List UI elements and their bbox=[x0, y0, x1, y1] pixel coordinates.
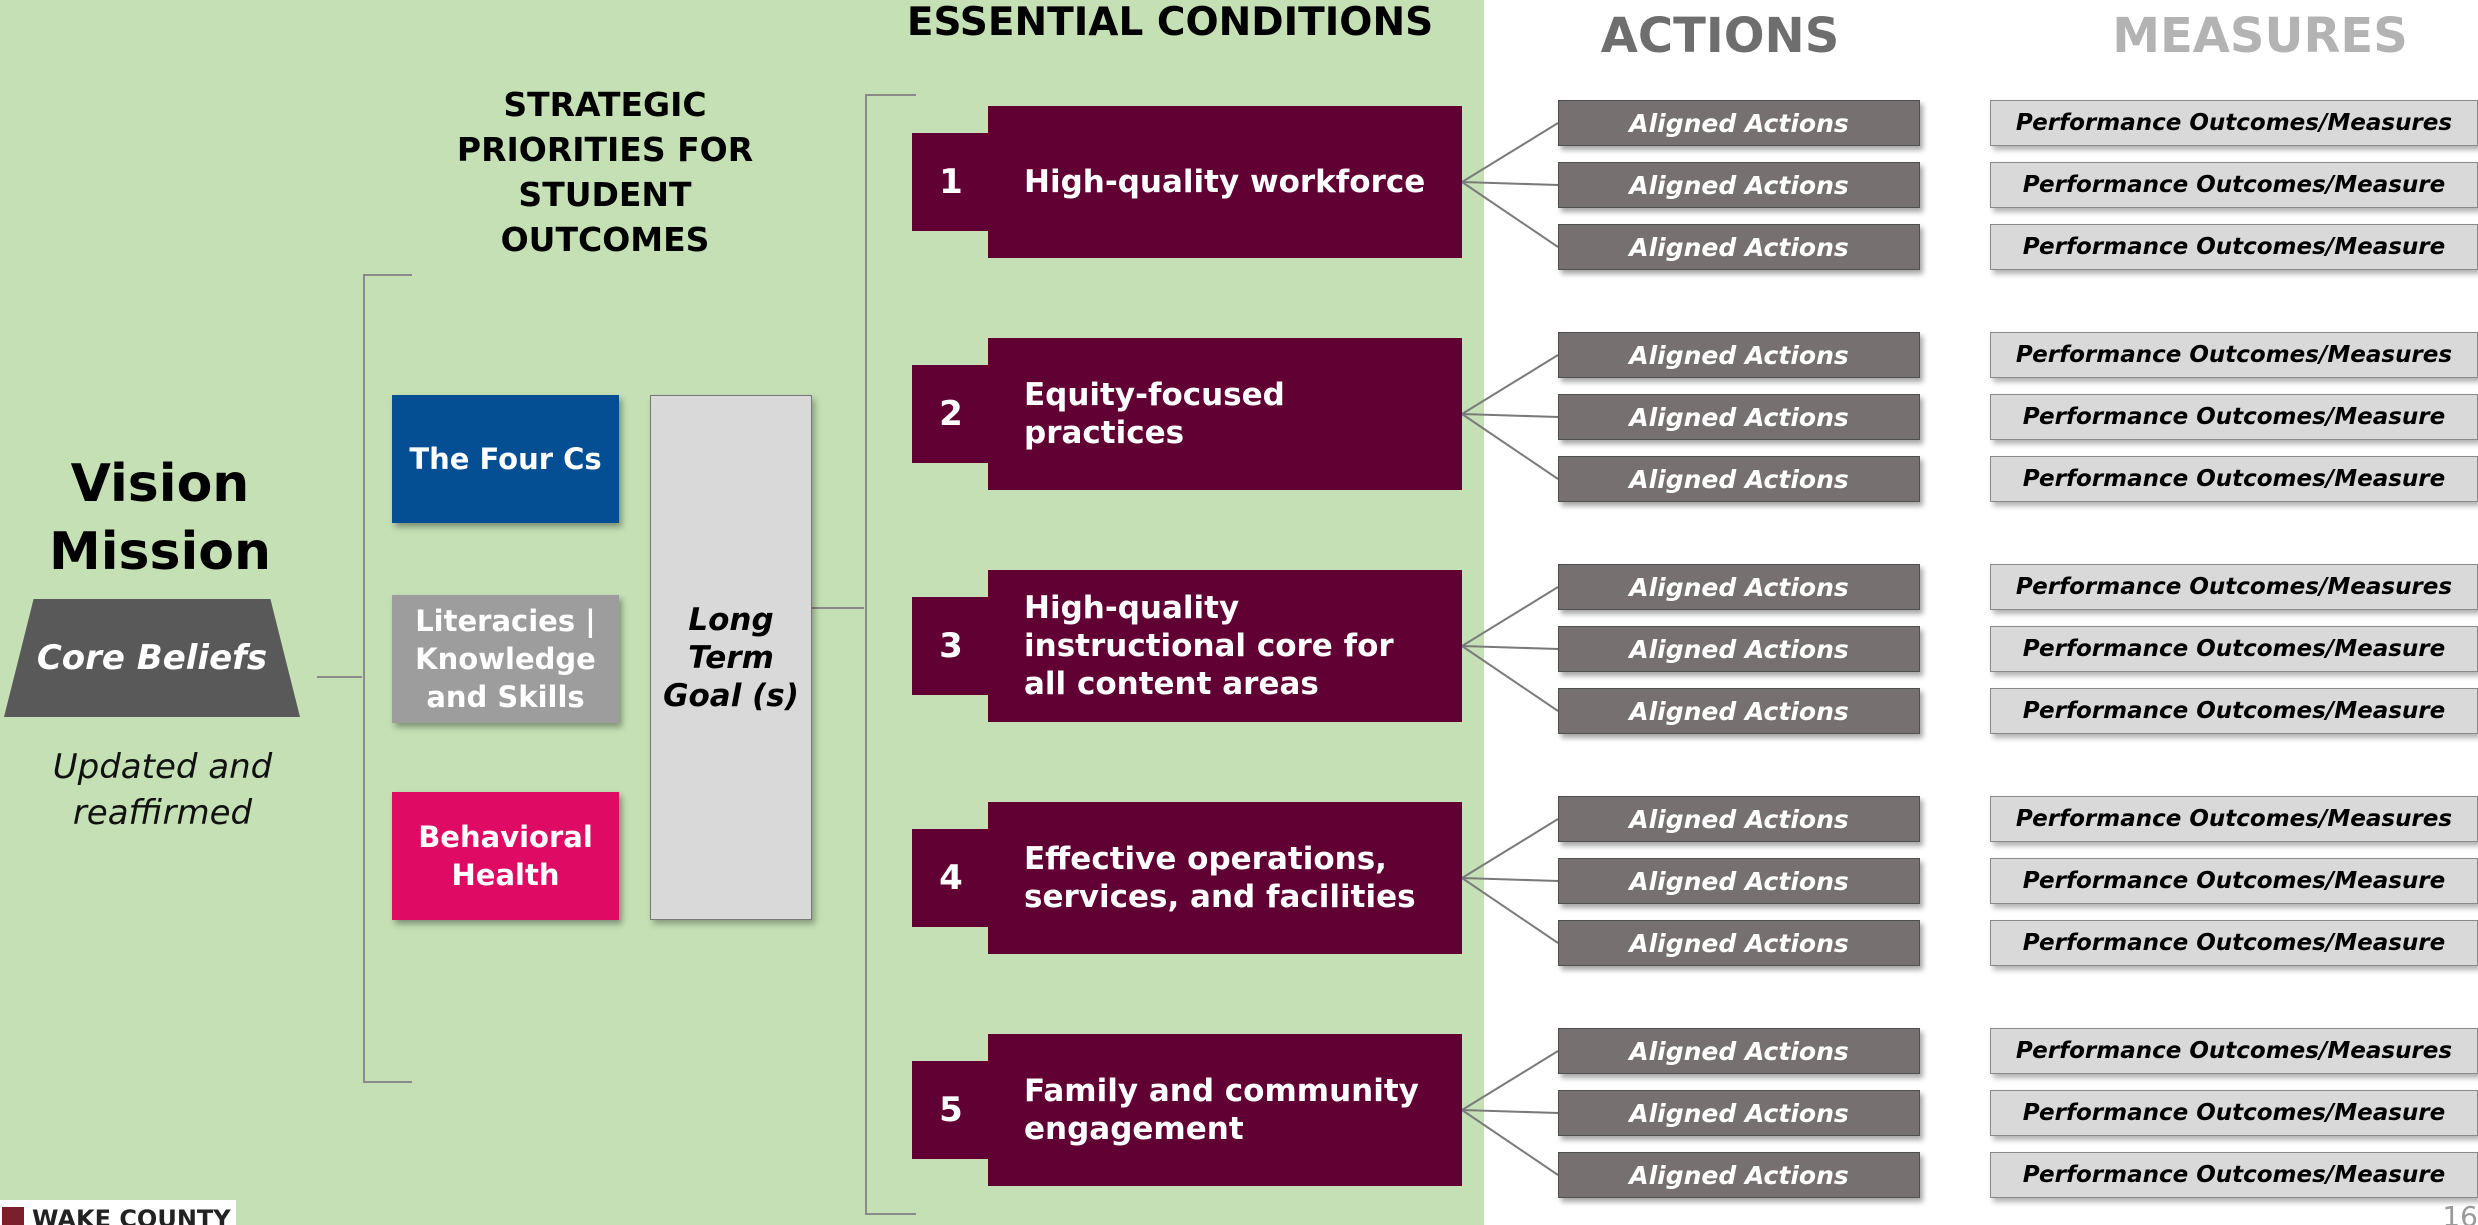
performance-measure-5-2: Performance Outcomes/Measure bbox=[1990, 1090, 2478, 1136]
vision-mission-title: Vision Mission bbox=[20, 450, 300, 586]
fan-line-2-1 bbox=[1461, 354, 1559, 415]
condition-number-1: 1 bbox=[912, 133, 990, 231]
mission-label: Mission bbox=[48, 522, 272, 582]
logo-mark-icon bbox=[2, 1206, 24, 1225]
aligned-action-3-1: Aligned Actions bbox=[1558, 564, 1920, 610]
condition-number-2: 2 bbox=[912, 365, 990, 463]
updated-line-1: Updated and bbox=[52, 747, 273, 787]
performance-measure-1-2: Performance Outcomes/Measure bbox=[1990, 162, 2478, 208]
fan-line-2-2 bbox=[1461, 413, 1559, 418]
aligned-action-4-2: Aligned Actions bbox=[1558, 858, 1920, 904]
fan-line-2-3 bbox=[1461, 413, 1559, 480]
core-beliefs-shape: Core Beliefs bbox=[4, 599, 300, 717]
condition-label-1: High-quality workforce bbox=[1024, 164, 1426, 200]
aligned-action-5-2: Aligned Actions bbox=[1558, 1090, 1920, 1136]
strategic-bracket bbox=[363, 274, 412, 1083]
performance-measure-2-1: Performance Outcomes/Measures bbox=[1990, 332, 2478, 378]
fan-line-4-3 bbox=[1461, 877, 1559, 944]
page-number: 16 bbox=[2442, 1200, 2478, 1225]
long-term-goal-label: Long Term Goal (s) bbox=[663, 601, 799, 714]
condition-box-3: High-quality instructional core for all … bbox=[988, 570, 1462, 722]
aligned-action-3-3: Aligned Actions bbox=[1558, 688, 1920, 734]
updated-line-2: reaffirmed bbox=[72, 793, 253, 833]
aligned-action-2-3: Aligned Actions bbox=[1558, 456, 1920, 502]
condition-number-5: 5 bbox=[912, 1061, 990, 1159]
condition-number-3: 3 bbox=[912, 597, 990, 695]
essential-bracket bbox=[865, 94, 916, 1215]
performance-measure-2-2: Performance Outcomes/Measure bbox=[1990, 394, 2478, 440]
aligned-action-1-3: Aligned Actions bbox=[1558, 224, 1920, 270]
condition-number-4: 4 bbox=[912, 829, 990, 927]
fan-line-4-1 bbox=[1461, 818, 1559, 879]
fan-line-5-2 bbox=[1461, 1109, 1559, 1114]
condition-box-1: High-quality workforce bbox=[988, 106, 1462, 258]
updated-reaffirmed-text: Updated and reaffirmed bbox=[20, 744, 305, 836]
condition-label-3: High-quality instructional core for all … bbox=[1024, 590, 1394, 702]
performance-measure-5-1: Performance Outcomes/Measures bbox=[1990, 1028, 2478, 1074]
aligned-action-1-1: Aligned Actions bbox=[1558, 100, 1920, 146]
aligned-action-2-1: Aligned Actions bbox=[1558, 332, 1920, 378]
aligned-action-4-3: Aligned Actions bbox=[1558, 920, 1920, 966]
fan-line-1-3 bbox=[1461, 181, 1559, 248]
essential-conditions-heading: ESSENTIAL CONDITIONS bbox=[906, 0, 1434, 45]
condition-box-2: Equity-focused practices bbox=[988, 338, 1462, 490]
pillar-literacies-label: Literacies | Knowledge and Skills bbox=[415, 604, 596, 714]
condition-label-2: Equity-focused practices bbox=[1024, 377, 1285, 451]
aligned-action-1-2: Aligned Actions bbox=[1558, 162, 1920, 208]
fan-line-5-1 bbox=[1461, 1050, 1559, 1111]
performance-measure-4-3: Performance Outcomes/Measure bbox=[1990, 920, 2478, 966]
fan-line-4-2 bbox=[1461, 877, 1559, 882]
pillar-behavioral-label: Behavioral Health bbox=[418, 820, 593, 892]
aligned-action-5-3: Aligned Actions bbox=[1558, 1152, 1920, 1198]
district-logo: WAKE COUNTY bbox=[0, 1200, 236, 1225]
logo-text: WAKE COUNTY bbox=[32, 1204, 231, 1225]
actions-heading: ACTIONS bbox=[1600, 8, 1840, 64]
condition-label-5: Family and community engagement bbox=[1024, 1073, 1419, 1147]
fan-line-1-2 bbox=[1461, 181, 1559, 186]
long-term-goal-box: Long Term Goal (s) bbox=[650, 395, 812, 920]
strategic-priorities-heading: STRATEGIC PRIORITIES FOR STUDENT OUTCOME… bbox=[456, 85, 754, 259]
pillar-behavioral-health: Behavioral Health bbox=[392, 792, 619, 920]
measures-heading: MEASURES bbox=[2112, 8, 2408, 64]
pillar-four-cs-label: The Four Cs bbox=[409, 442, 602, 476]
performance-measure-3-3: Performance Outcomes/Measure bbox=[1990, 688, 2478, 734]
performance-measure-3-2: Performance Outcomes/Measure bbox=[1990, 626, 2478, 672]
core-beliefs-label: Core Beliefs bbox=[36, 638, 268, 678]
fan-line-1-1 bbox=[1461, 122, 1559, 183]
fan-line-3-1 bbox=[1461, 586, 1559, 647]
condition-box-5: Family and community engagement bbox=[988, 1034, 1462, 1186]
performance-measure-2-3: Performance Outcomes/Measure bbox=[1990, 456, 2478, 502]
performance-measure-4-2: Performance Outcomes/Measure bbox=[1990, 858, 2478, 904]
vision-label: Vision bbox=[70, 454, 250, 514]
condition-box-4: Effective operations, services, and faci… bbox=[988, 802, 1462, 954]
fan-line-5-3 bbox=[1461, 1109, 1559, 1176]
pillar-literacies: Literacies | Knowledge and Skills bbox=[392, 595, 619, 723]
performance-measure-1-1: Performance Outcomes/Measures bbox=[1990, 100, 2478, 146]
aligned-action-3-2: Aligned Actions bbox=[1558, 626, 1920, 672]
performance-measure-3-1: Performance Outcomes/Measures bbox=[1990, 564, 2478, 610]
fan-line-3-3 bbox=[1461, 645, 1559, 712]
aligned-action-4-1: Aligned Actions bbox=[1558, 796, 1920, 842]
pillar-four-cs: The Four Cs bbox=[392, 395, 619, 523]
performance-measure-4-1: Performance Outcomes/Measures bbox=[1990, 796, 2478, 842]
fan-line-3-2 bbox=[1461, 645, 1559, 650]
performance-measure-5-3: Performance Outcomes/Measure bbox=[1990, 1152, 2478, 1198]
aligned-action-5-1: Aligned Actions bbox=[1558, 1028, 1920, 1074]
aligned-action-2-2: Aligned Actions bbox=[1558, 394, 1920, 440]
performance-measure-1-3: Performance Outcomes/Measure bbox=[1990, 224, 2478, 270]
condition-label-4: Effective operations, services, and faci… bbox=[1024, 841, 1416, 915]
